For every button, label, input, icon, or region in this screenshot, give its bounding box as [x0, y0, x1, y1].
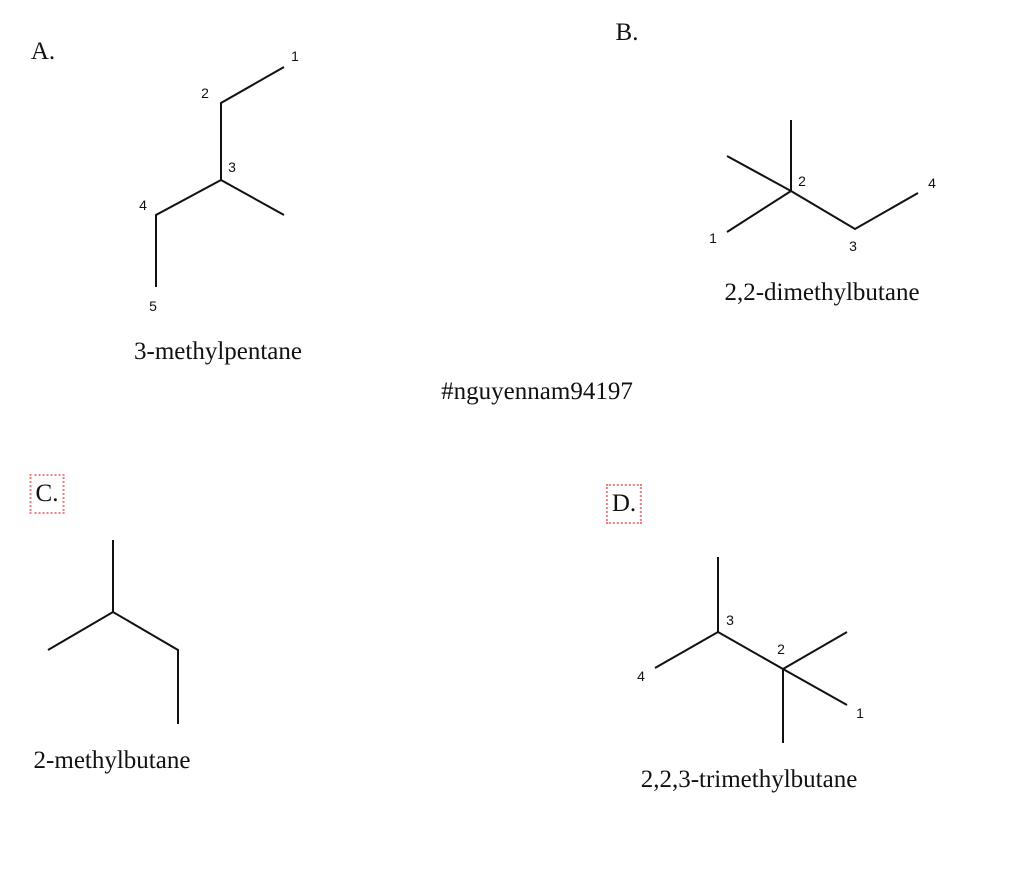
structure-a-bonds-2 [155, 179, 222, 287]
option-letter-a: A. [30, 38, 56, 65]
compound-name-a: 3-methylpentane [134, 338, 302, 365]
carbon-number: 3 [726, 612, 734, 628]
watermark-text: #nguyennam94197 [441, 378, 633, 405]
structure-b-bond [726, 155, 792, 192]
carbon-number: 4 [139, 197, 147, 213]
option-letter-d: D. [605, 484, 643, 524]
carbon-number: 1 [709, 230, 717, 246]
structure-d-bond [782, 668, 848, 706]
compound-name-d: 2,2,3-trimethylbutane [640, 766, 858, 793]
carbon-number: 3 [228, 159, 236, 175]
structure-d-chain [654, 630, 784, 670]
compound-name-c: 2-methylbutane [33, 747, 191, 774]
option-letter-c: C. [29, 474, 65, 514]
carbon-number: 2 [777, 641, 785, 657]
carbon-number: 2 [798, 173, 806, 189]
structure-b-chain [790, 190, 919, 231]
option-letter-b: B. [615, 19, 639, 46]
structure-a-bonds [220, 66, 285, 216]
structure-b-bond [726, 190, 792, 233]
carbon-number: 3 [849, 238, 857, 254]
structure-d-bond [782, 631, 848, 670]
carbon-number: 2 [201, 85, 209, 101]
structure-c-chain [47, 610, 179, 724]
carbon-number: 4 [637, 668, 645, 684]
carbon-number: 1 [291, 48, 299, 64]
carbon-number: 5 [149, 298, 157, 314]
carbon-number: 1 [856, 705, 864, 721]
compound-name-b: 2,2-dimethylbutane [724, 279, 920, 306]
carbon-number: 4 [928, 175, 936, 191]
